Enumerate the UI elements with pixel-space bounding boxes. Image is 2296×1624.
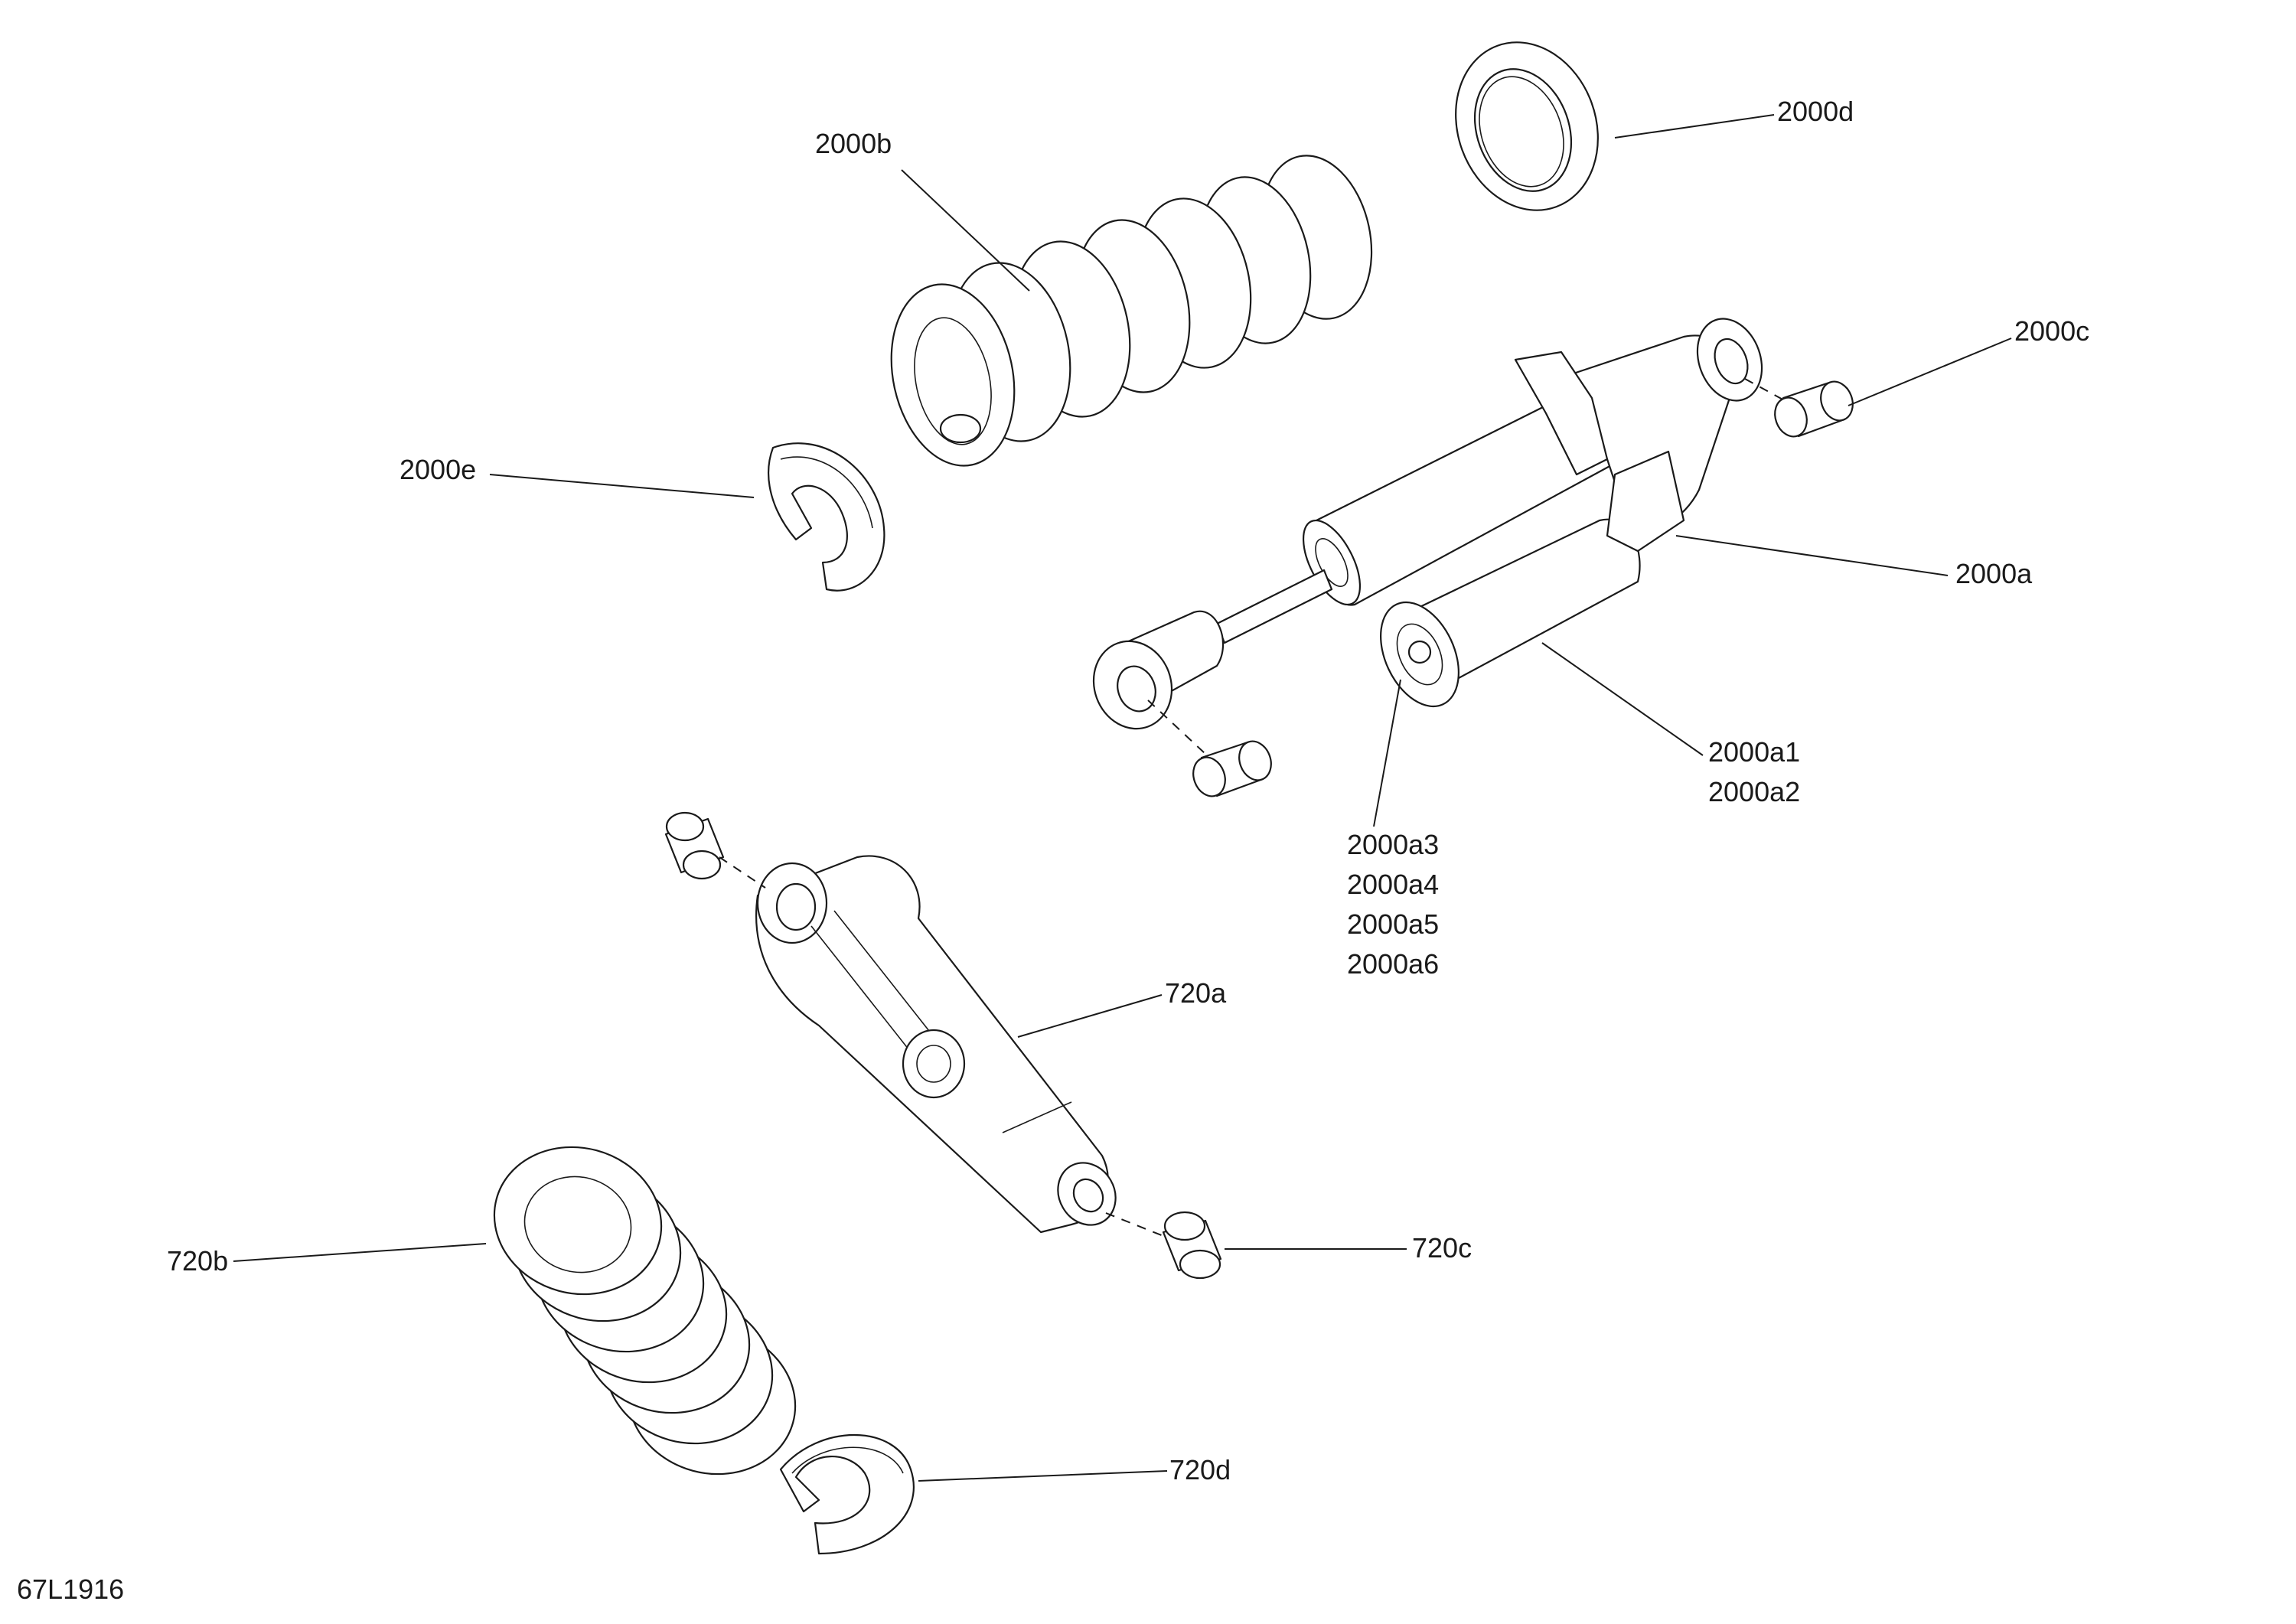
- callout-2000a3: 2000a3: [1347, 829, 1440, 860]
- leader-2000a: [1675, 535, 1949, 576]
- bushing-upper-720a: [664, 811, 725, 880]
- part-720b-coil-spring: [493, 1146, 797, 1476]
- callout-2000a2: 2000a2: [1708, 776, 1801, 807]
- callout-2000e: 2000e: [400, 454, 477, 485]
- leader-lines: [233, 114, 2012, 1482]
- leader-720b: [233, 1243, 487, 1262]
- callout-720c: 720c: [1412, 1232, 1473, 1264]
- leader-2000b: [901, 169, 1030, 292]
- leader-2000a3: [1373, 679, 1401, 827]
- figure-reference-number: 67L1916: [17, 1573, 125, 1605]
- callout-720a: 720a: [1165, 977, 1227, 1009]
- callout-2000b: 2000b: [815, 128, 892, 159]
- part-2000b-coil-spring: [890, 155, 1373, 467]
- leader-720a: [1017, 994, 1163, 1038]
- leader-2000c: [1848, 338, 2012, 406]
- callout-group-2000a1-a2: 2000a1 2000a2: [1708, 732, 1800, 812]
- callout-720d: 720d: [1169, 1454, 1231, 1485]
- callout-720b: 720b: [167, 1245, 229, 1277]
- part-720d-split-collar: [779, 1433, 915, 1555]
- part-720a-shock-absorber: [755, 855, 1117, 1234]
- callout-2000a4: 2000a4: [1347, 869, 1440, 900]
- callout-2000a: 2000a: [1955, 558, 2033, 589]
- leader-2000e: [489, 474, 755, 498]
- leader-2000a1: [1541, 642, 1704, 756]
- callout-2000c: 2000c: [2014, 315, 2090, 347]
- bushing-lower-2000a: [1192, 740, 1272, 797]
- part-720c-bushing: [1162, 1211, 1222, 1280]
- leader-720d: [918, 1470, 1168, 1482]
- assembly-axes: [719, 378, 1788, 1237]
- callout-2000a6: 2000a6: [1347, 948, 1440, 980]
- part-2000d-retainer-ring: [1455, 41, 1599, 211]
- part-2000c-bushing: [1774, 380, 1854, 438]
- callout-2000a5: 2000a5: [1347, 908, 1440, 940]
- leader-2000d: [1614, 114, 1775, 139]
- callout-group-2000a3-a6: 2000a3 2000a4 2000a5 2000a6: [1347, 825, 1439, 984]
- callout-2000d: 2000d: [1777, 96, 1854, 127]
- callout-2000a1: 2000a1: [1708, 736, 1801, 768]
- part-2000e-split-collar: [768, 442, 885, 592]
- part-2000a-shock-absorber: [1092, 318, 1763, 730]
